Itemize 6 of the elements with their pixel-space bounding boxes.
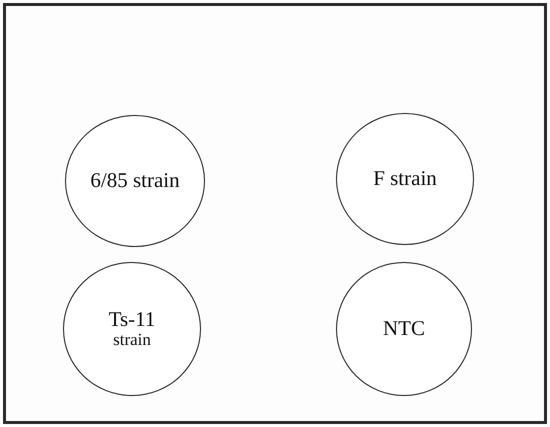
strain-label: NTC [383,317,425,341]
plate-frame [3,3,547,424]
strain-label: F strain [373,167,437,191]
strain-label: Ts-11 [108,308,156,332]
strain-label: 6/85 strain [90,169,180,193]
strain-label: strain [113,331,151,350]
